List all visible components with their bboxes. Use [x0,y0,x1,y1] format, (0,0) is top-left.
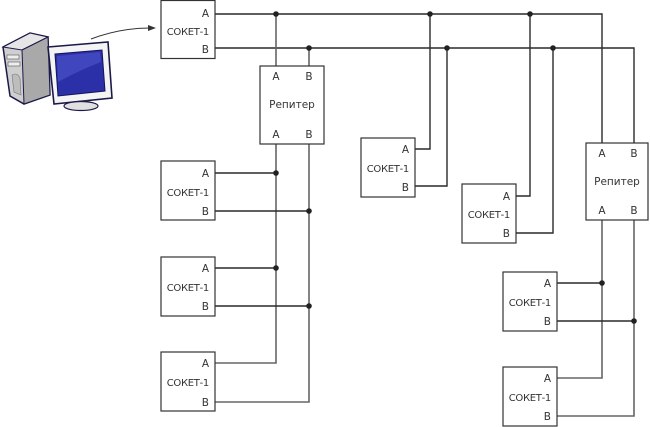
junction-dot [550,45,556,51]
mid-socket-2[interactable]: A СОКЕТ-1 B [461,183,517,244]
bus-wires [215,13,635,417]
segment-b-line [215,144,310,403]
pin-a-top-label: A [598,148,606,160]
pin-b-top-label: B [305,71,312,83]
repeater-label: Репитер [594,176,640,188]
segment-b-line [557,220,635,417]
junction-dot [599,280,605,286]
pin-b-top-label: B [630,148,637,160]
repeater-label: Репитер [269,99,315,111]
repeater-2[interactable]: A B Репитер A B [585,142,649,221]
pin-a-label: A [202,168,210,180]
segment-a-line [215,144,277,364]
junction-dot [306,303,312,309]
junction-dot [273,170,279,176]
pin-a-label: A [544,278,552,290]
pin-a-label: A [503,191,511,203]
junction-dot [273,11,279,17]
socket-label: СОКЕТ-1 [468,210,510,221]
junction-dot [527,11,533,17]
socket-label: СОКЕТ-1 [367,164,409,175]
junction-dot [273,265,279,271]
junction-dot [631,318,637,324]
junction-dot [306,208,312,214]
junctions [273,11,637,324]
junction-dot [306,45,312,51]
pin-a-bottom-label: A [598,205,606,217]
mid-socket-1[interactable]: A СОКЕТ-1 B [360,137,416,198]
pin-a-top-label: A [272,71,280,83]
left-socket-1[interactable]: A СОКЕТ-1 B [160,160,216,221]
computer-icon [1,32,113,112]
pin-b-label: B [544,411,551,423]
pin-a-label: A [202,8,210,20]
bus-b-line [215,47,635,143]
pin-b-label: B [202,397,209,409]
pin-b-label: B [202,206,209,218]
socket-label: СОКЕТ-1 [167,283,209,294]
pin-b-bottom-label: B [630,205,637,217]
junction-dot [444,45,450,51]
pin-b-label: B [202,301,209,313]
bus-a-line [215,13,603,143]
socket-label: СОКЕТ-1 [167,378,209,389]
left-socket-2[interactable]: A СОКЕТ-1 B [160,256,216,317]
drop-line [415,14,431,150]
pin-a-label: A [202,263,210,275]
right-socket-2[interactable]: A СОКЕТ-1 B [502,366,558,427]
drop-line [516,48,554,234]
pin-b-label: B [544,316,551,328]
pin-b-bottom-label: B [305,129,312,141]
drop-line [516,14,531,197]
pin-a-label: A [544,373,552,385]
arrow-icon [90,25,156,40]
host-socket[interactable]: A СОКЕТ-1 B [160,0,216,60]
pin-a-label: A [202,358,210,370]
segment-a-line [557,220,603,379]
repeater-1[interactable]: A B Репитер A B [259,65,325,145]
socket-label: СОКЕТ-1 [167,188,209,199]
drop-line [415,48,448,187]
right-socket-1[interactable]: A СОКЕТ-1 B [502,271,558,332]
pin-a-label: A [402,144,410,156]
socket-label: СОКЕТ-1 [167,27,209,38]
socket-label: СОКЕТ-1 [509,393,551,404]
pin-b-label: B [402,182,409,194]
left-socket-3[interactable]: A СОКЕТ-1 B [160,351,216,412]
junction-dot [427,11,433,17]
pin-b-label: B [503,228,510,240]
pin-b-label: B [202,44,209,56]
socket-label: СОКЕТ-1 [509,298,551,309]
pin-a-bottom-label: A [272,129,280,141]
